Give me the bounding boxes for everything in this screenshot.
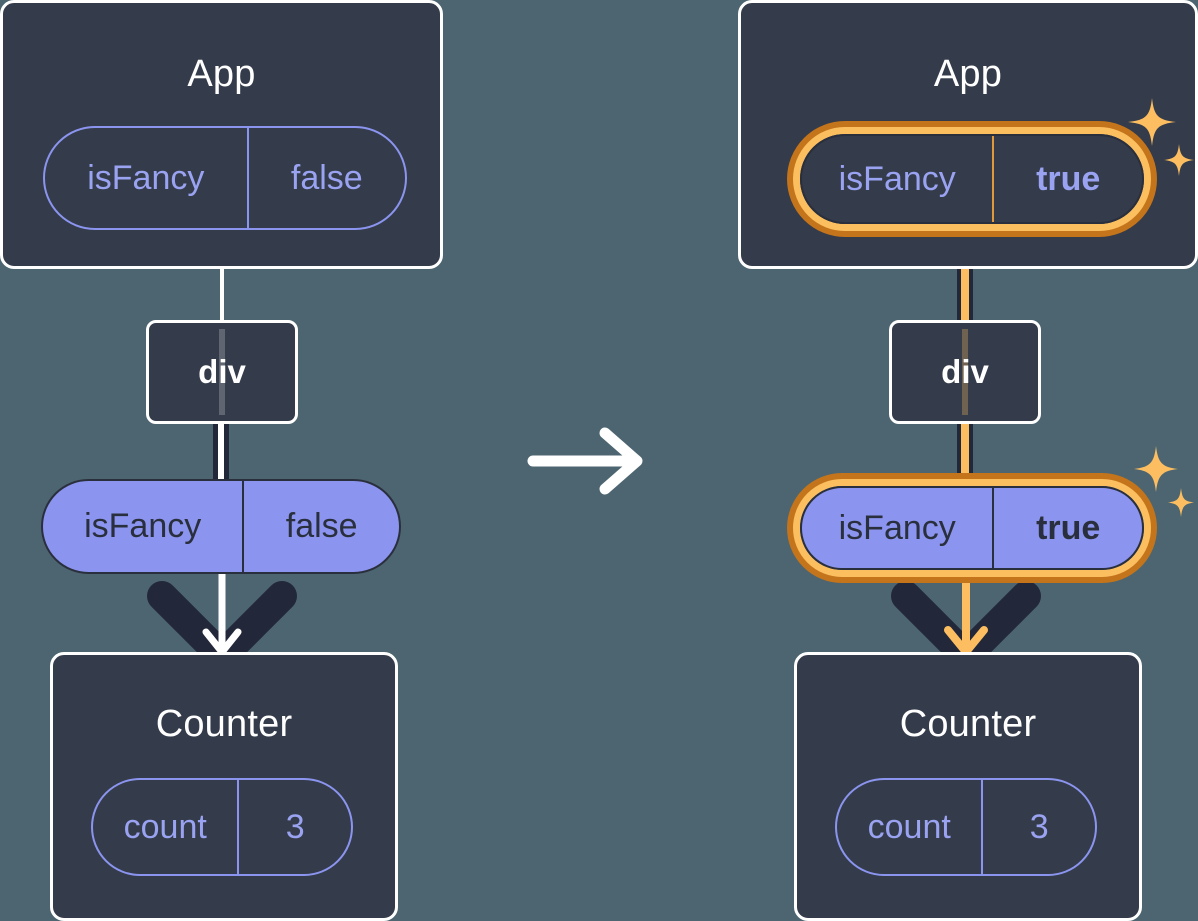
pill-counter-state-after-value: 3: [981, 780, 1095, 874]
wire-div-to-props-after: [957, 418, 973, 490]
pill-body: isFancy true: [800, 134, 1144, 224]
sparkle-icon: [1134, 446, 1194, 517]
pill-app-state-before-key: isFancy: [87, 158, 205, 197]
pill-counter-state-after: count 3: [835, 778, 1097, 876]
pill-app-state-after-key: isFancy: [838, 159, 956, 198]
panel-counter-before-title: Counter: [155, 703, 293, 745]
pill-counter-state-after-key: count: [867, 807, 951, 846]
arrow-right-icon: [527, 427, 643, 495]
panel-app-after-title: App: [933, 53, 1003, 95]
wire-div-to-props-before: [213, 418, 229, 490]
wire-app-to-div-before: [220, 262, 224, 322]
panel-app-before-title: App: [187, 53, 256, 95]
sparkles-props-after: [1134, 444, 1194, 528]
pill-counter-state-before-value: 3: [237, 780, 351, 874]
transition-arrow: [527, 425, 651, 497]
panel-counter-after-title: Counter: [899, 703, 1037, 745]
panel-counter-after: Counter count 3: [794, 652, 1142, 921]
node-div-before: div: [146, 320, 298, 424]
pill-app-state-after: isFancy true: [787, 121, 1157, 237]
pill-app-state-before-value: false: [246, 128, 405, 228]
wire-core: [961, 222, 969, 327]
wire-core: [961, 418, 969, 490]
node-div-after-label: div: [941, 353, 989, 390]
wire-ghost: [962, 329, 968, 415]
pill-counter-state-before: count 3: [91, 778, 353, 876]
panel-counter-before: Counter count 3: [50, 652, 398, 921]
pill-props-before-value: false: [242, 481, 399, 572]
pill-props-before: isFancy false: [41, 479, 401, 574]
sparkles-app-after: [1128, 96, 1194, 188]
pill-props-before-key: isFancy: [84, 507, 202, 545]
pill-body: isFancy true: [800, 486, 1144, 570]
pill-props-after-value: true: [992, 488, 1142, 568]
sparkle-icon: [1128, 98, 1194, 176]
panel-app-before: App isFancy false: [0, 0, 443, 269]
pill-app-state-before: isFancy false: [43, 126, 407, 230]
node-div-after: div: [889, 320, 1041, 424]
wire-ghost: [219, 329, 225, 415]
pill-app-state-after-value: true: [992, 136, 1142, 222]
pill-counter-state-before-key: count: [123, 807, 207, 846]
pill-props-after-key: isFancy: [838, 508, 956, 547]
node-div-before-label: div: [198, 353, 246, 390]
wire-core: [218, 418, 224, 490]
pill-props-after: isFancy true: [787, 473, 1157, 583]
